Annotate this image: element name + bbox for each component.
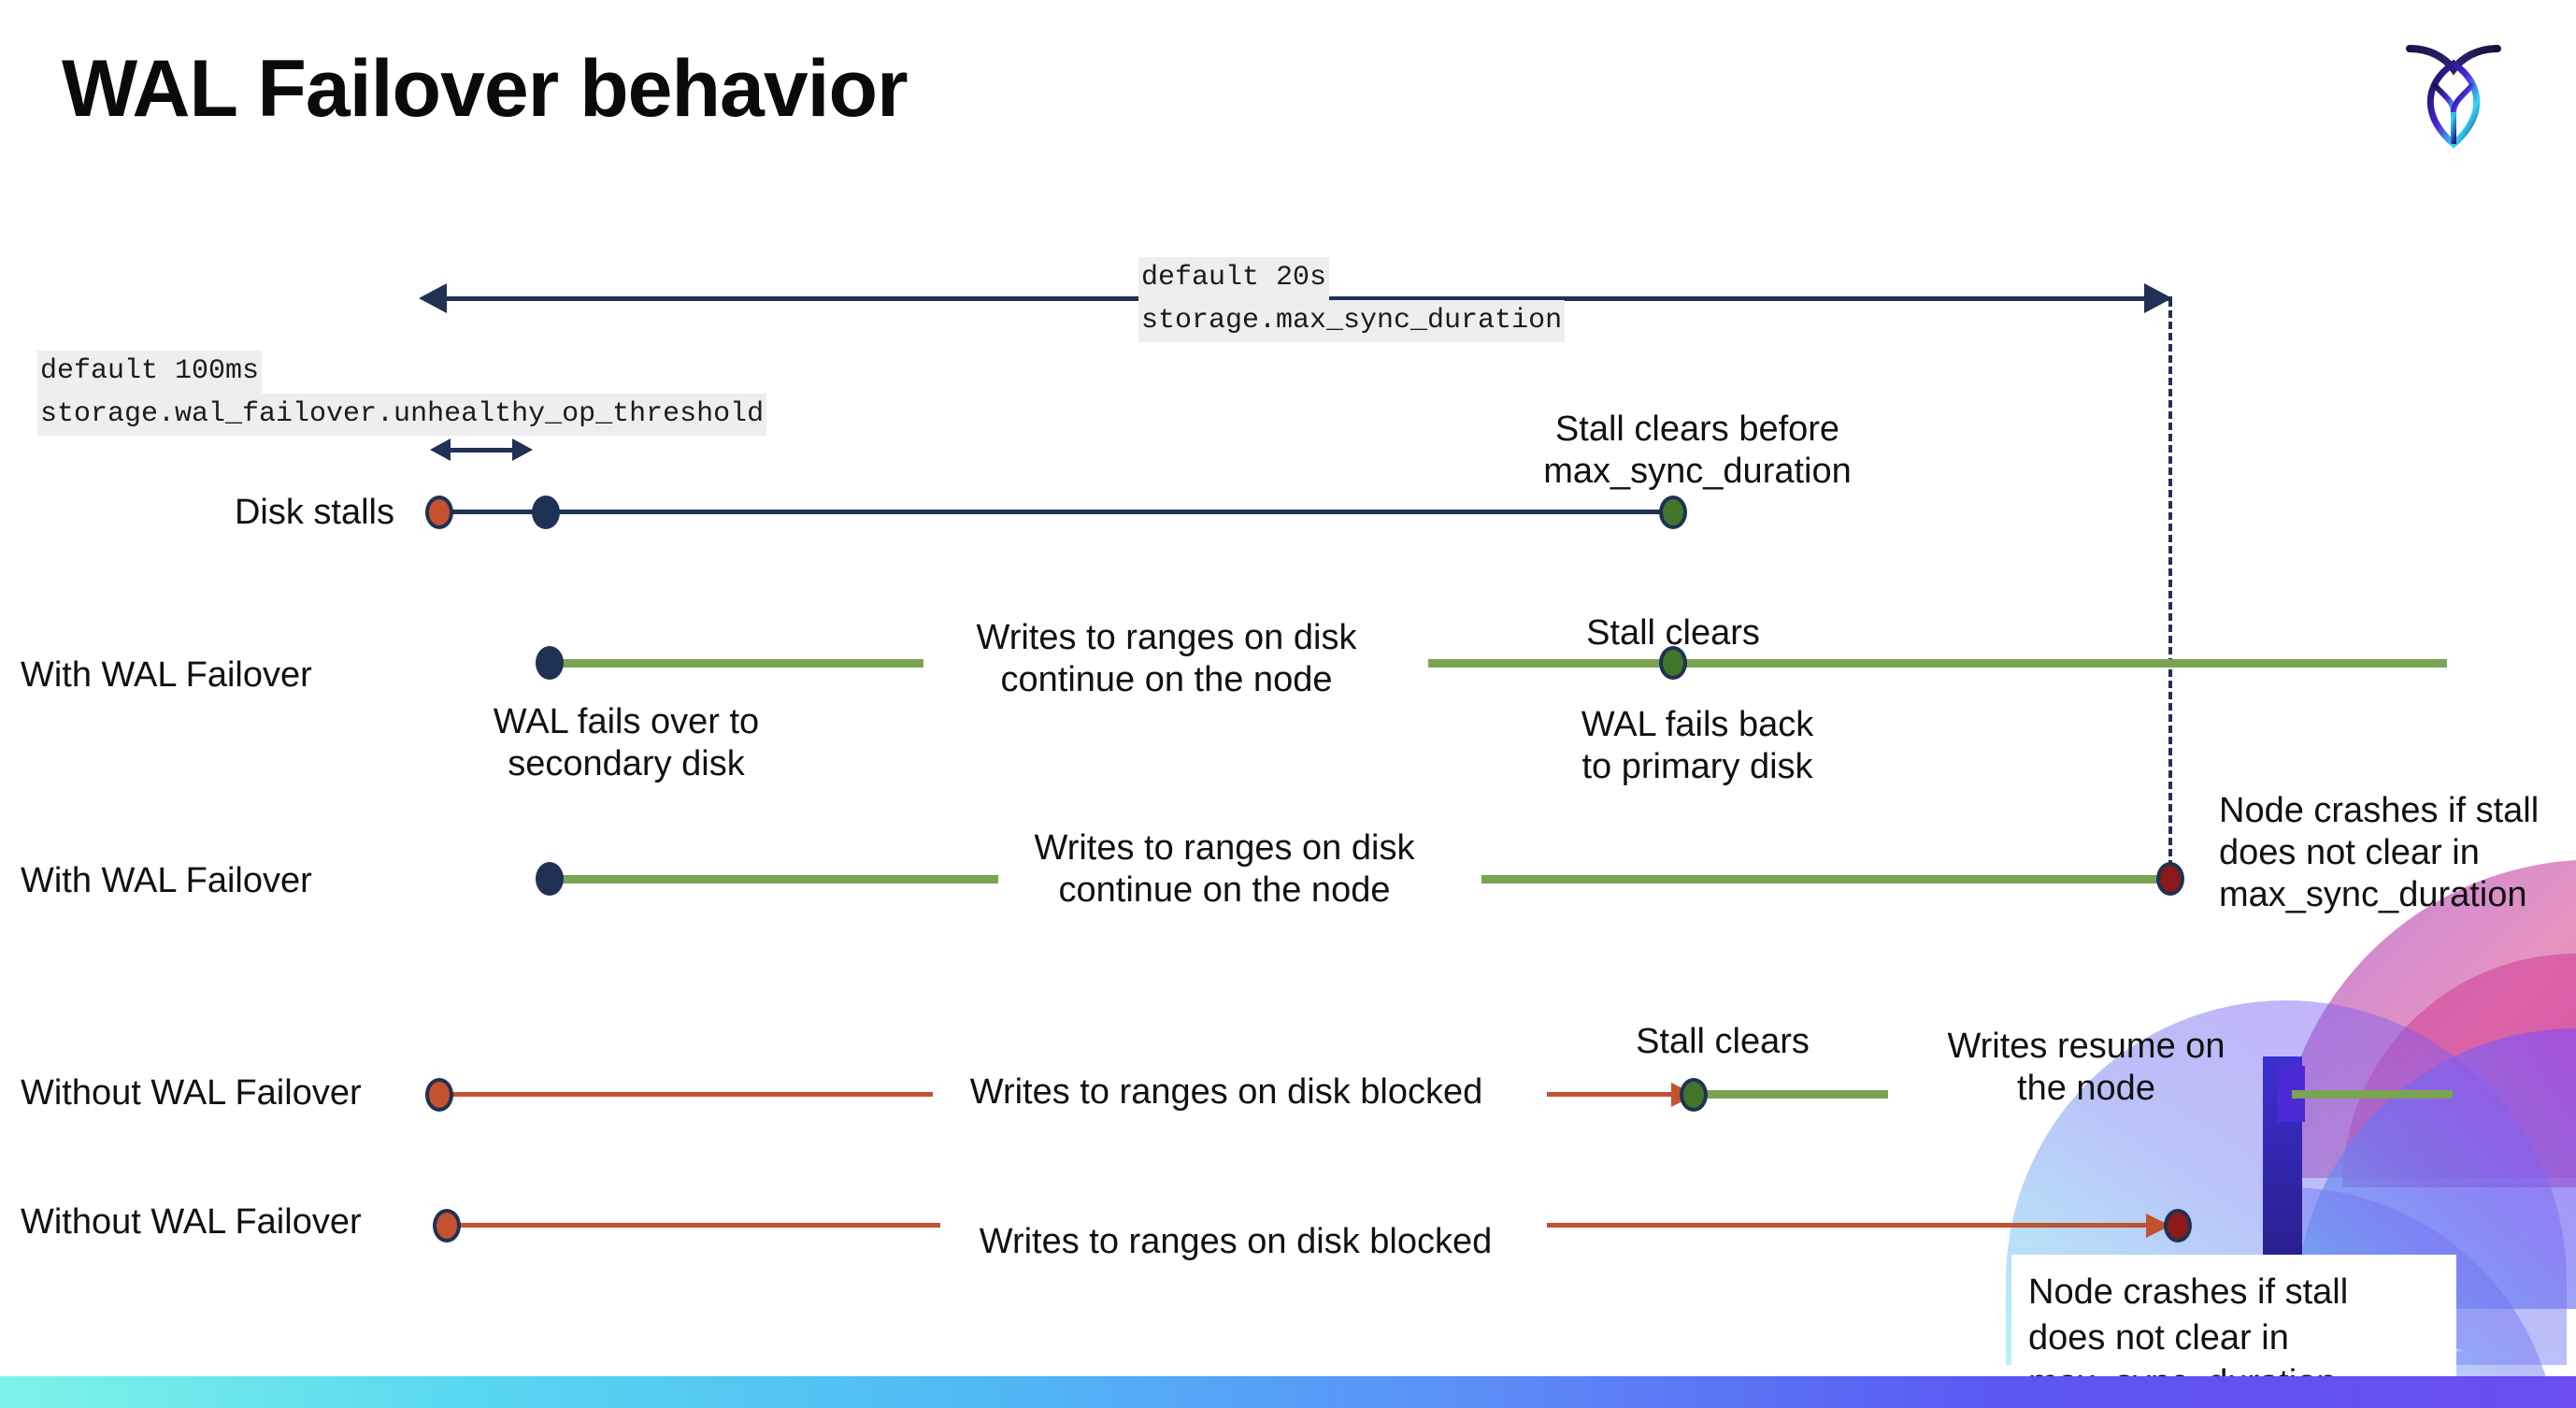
max-sync-duration-annotation: default 20s storage.max_sync_duration bbox=[1138, 257, 1566, 342]
row-label-without-wal-failover-2: Without WAL Failover bbox=[21, 1202, 362, 1242]
note-writes-blocked-2: Writes to ranges on disk blocked bbox=[979, 1222, 1493, 1261]
without-wal-failover-1-track-blocked bbox=[439, 1092, 933, 1097]
wal-failover-2-node-crash-marker bbox=[2156, 862, 2184, 896]
bottom-gradient-bar bbox=[0, 1376, 2576, 1408]
disk-stalls-track bbox=[439, 510, 1673, 514]
note-stall-clears-2: Stall clears bbox=[1636, 1022, 1810, 1061]
max-sync-default-text: default 20s bbox=[1138, 257, 1330, 300]
unhealthy-op-threshold-annotation: default 100ms storage.wal_failover.unhea… bbox=[37, 351, 767, 436]
row-label-without-wal-failover-1: Without WAL Failover bbox=[21, 1073, 362, 1113]
cockroachdb-logo-icon bbox=[2402, 36, 2505, 152]
unhealthy-setting-text: storage.wal_failover.unhealthy_op_thresh… bbox=[37, 393, 767, 436]
max-sync-right-arrowhead bbox=[2144, 283, 2172, 313]
note-writes-continue-1: Writes to ranges on disk continue on the… bbox=[976, 618, 1357, 699]
note-wal-fails-over: WAL fails over to secondary disk bbox=[493, 702, 760, 783]
without-wal-failover-1-stall-clear-marker bbox=[1680, 1078, 1708, 1112]
row-label-with-wal-failover-2: With WAL Failover bbox=[21, 861, 312, 900]
page-title: WAL Failover behavior bbox=[62, 44, 909, 134]
without-wal-failover-1-track-resume-2 bbox=[2292, 1090, 2453, 1099]
unhealthy-default-text: default 100ms bbox=[37, 351, 263, 394]
wal-failover-2-failover-marker bbox=[536, 862, 564, 896]
max-sync-setting-text: storage.max_sync_duration bbox=[1138, 299, 1566, 342]
row-label-disk-stalls: Disk stalls bbox=[234, 493, 394, 532]
disk-stall-unhealthy-marker bbox=[532, 496, 560, 529]
wal-failover-1-stall-clear-marker bbox=[1659, 646, 1687, 680]
note-stall-clears-before-max-sync: Stall clears before max_sync_duration bbox=[1543, 409, 1852, 491]
without-wal-failover-1-track-resume bbox=[1694, 1090, 1888, 1099]
wal-failover-1-failover-marker bbox=[536, 646, 564, 680]
with-wal-failover-1-track-right bbox=[1428, 659, 2447, 668]
disk-stall-clear-marker bbox=[1659, 496, 1687, 529]
unhealthy-threshold-right-arrowhead bbox=[512, 438, 533, 461]
without-wal-failover-2-stall-start-marker bbox=[433, 1209, 461, 1243]
with-wal-failover-2-track-right bbox=[1481, 875, 2168, 884]
without-wal-failover-1-stall-start-marker bbox=[425, 1078, 453, 1112]
with-wal-failover-2-track-left bbox=[550, 875, 998, 884]
note-stall-clears-1: Stall clears bbox=[1586, 613, 1760, 653]
with-wal-failover-1-track-left bbox=[550, 659, 923, 668]
unhealthy-threshold-span-line bbox=[449, 448, 512, 453]
without-wal-failover-2-node-crash-marker bbox=[2164, 1209, 2192, 1243]
note-wal-fails-back: WAL fails back to primary disk bbox=[1581, 705, 1814, 786]
disk-stall-start-marker bbox=[425, 496, 453, 529]
without-wal-failover-2-track-blocked bbox=[447, 1223, 940, 1228]
max-sync-duration-deadline-line bbox=[2168, 299, 2172, 879]
note-writes-blocked-1: Writes to ranges on disk blocked bbox=[969, 1072, 1483, 1112]
note-writes-resume: Writes resume on the node bbox=[1947, 1027, 2225, 1108]
note-writes-continue-2: Writes to ranges on disk continue on the… bbox=[1034, 828, 1415, 910]
row-label-with-wal-failover-1: With WAL Failover bbox=[21, 655, 312, 695]
note-node-crashes-2: Node crashes if stall does not clear in … bbox=[2219, 791, 2540, 914]
max-sync-left-arrowhead bbox=[419, 283, 447, 313]
without-wal-failover-1-track-blocked-2 bbox=[1547, 1092, 1687, 1097]
without-wal-failover-2-track-blocked-2 bbox=[1547, 1223, 2164, 1228]
unhealthy-threshold-left-arrowhead bbox=[430, 438, 451, 461]
